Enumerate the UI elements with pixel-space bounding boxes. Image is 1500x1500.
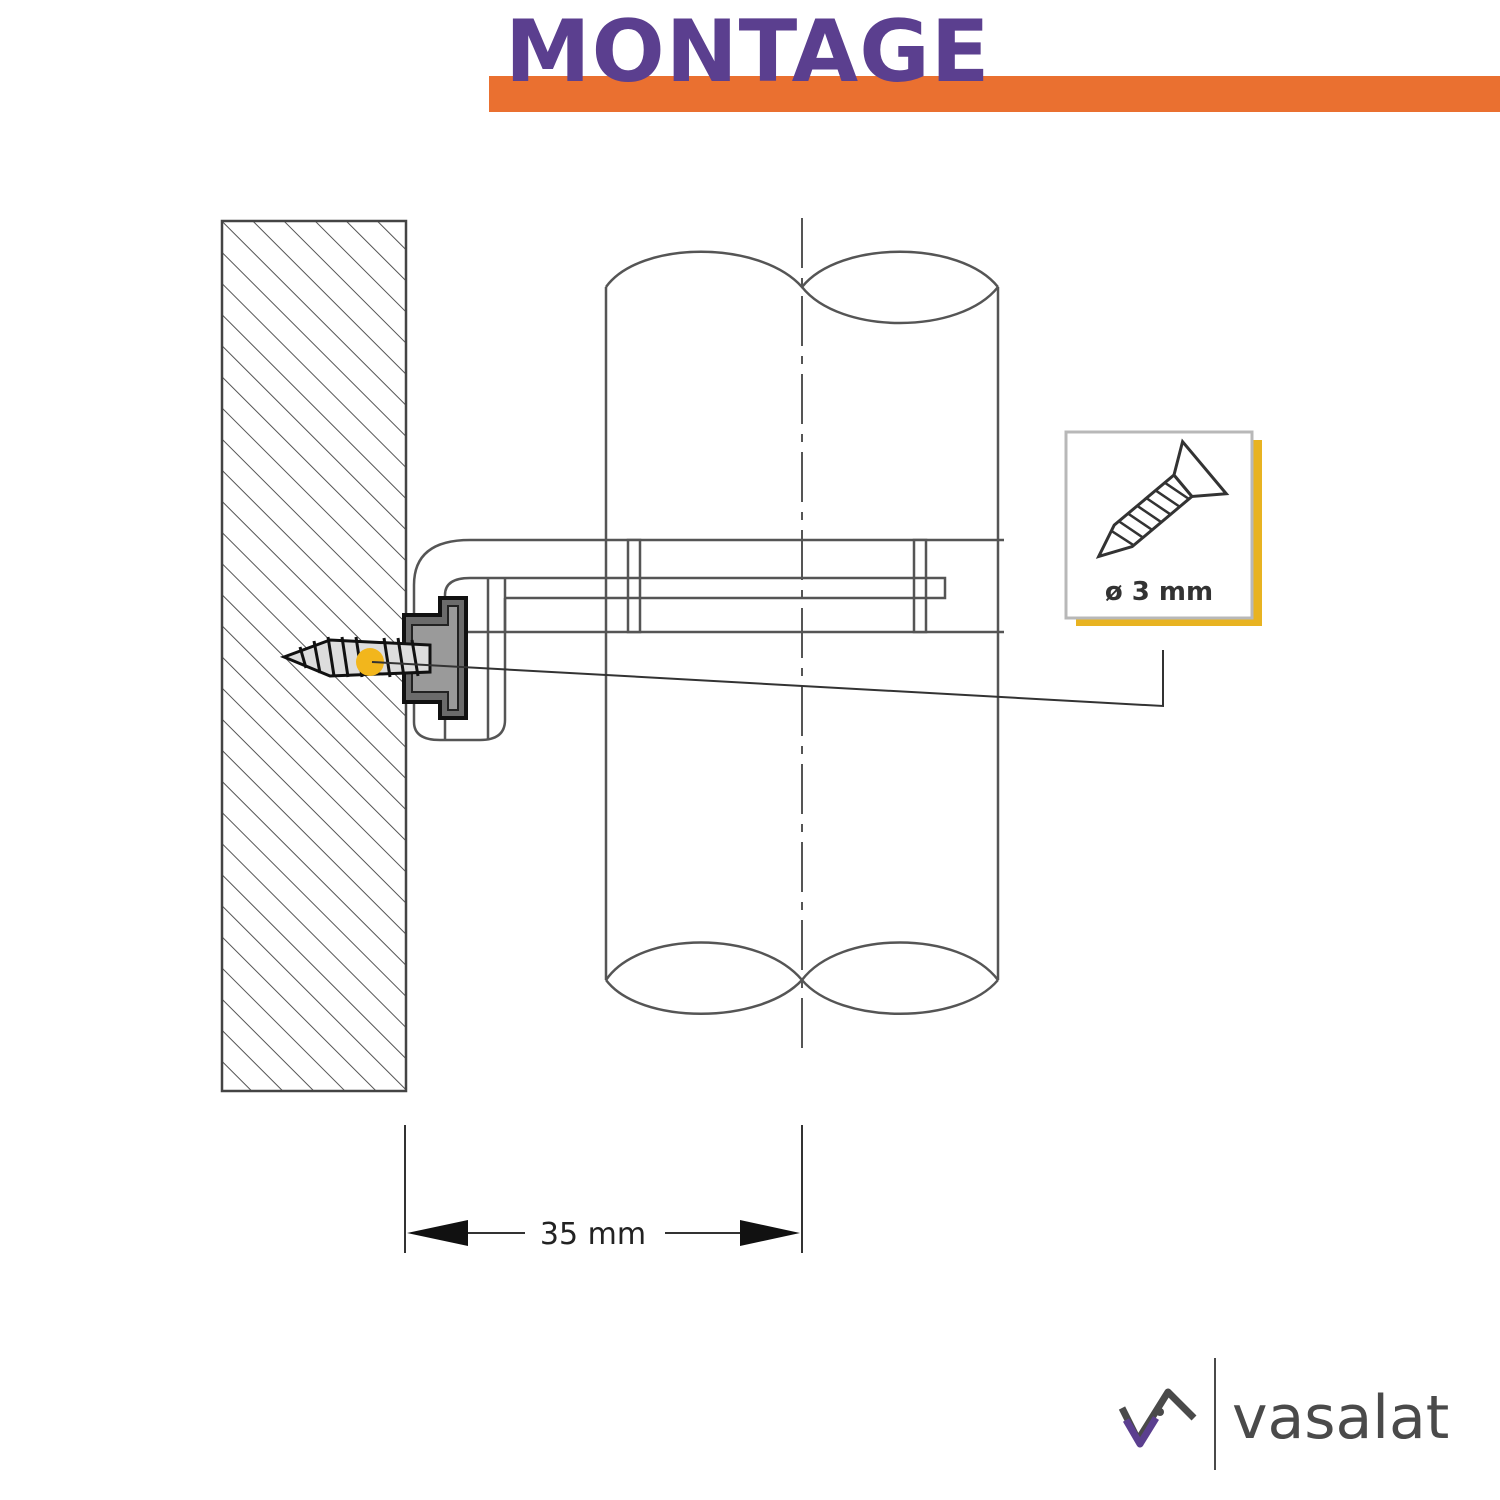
dimension-arrow-right: [740, 1220, 800, 1246]
dimension-line: [404, 1125, 803, 1253]
screw-highlight-dot: [356, 648, 384, 676]
leader-line: [371, 650, 1164, 708]
wall-plug: [402, 596, 468, 720]
screw-spec-box: ø 3 mm: [1064, 430, 1262, 626]
screw: [279, 636, 432, 678]
bracket: [412, 538, 1004, 742]
screw-icon: [1095, 438, 1230, 559]
header-bar: [489, 76, 1500, 112]
vasalat-logo-icon: [1118, 1388, 1197, 1448]
screw-spec-label: ø 3 mm: [1105, 577, 1213, 607]
page-title: MONTAGE: [505, 2, 991, 102]
dimension-label: 35 mm: [540, 1217, 646, 1252]
brand-name: vasalat: [1232, 1383, 1450, 1453]
dimension-arrow-left: [407, 1220, 468, 1246]
